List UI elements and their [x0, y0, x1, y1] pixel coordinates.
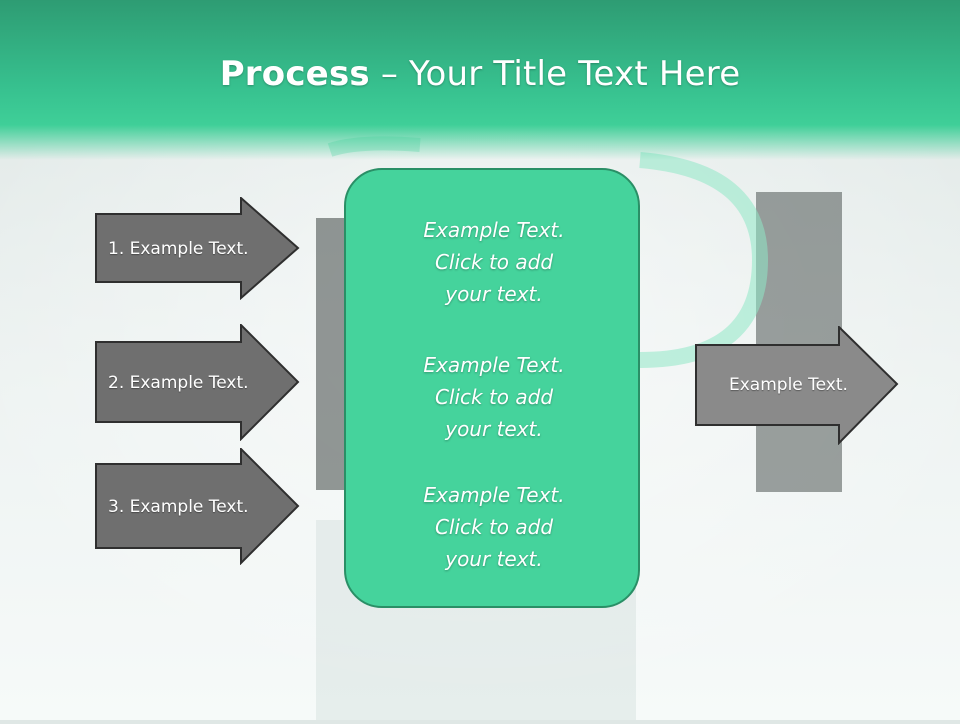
- arrow-shape: [695, 326, 899, 445]
- center-text-box[interactable]: Example Text. Click to add your text. Ex…: [344, 168, 640, 608]
- text-block-1-line3: your text.: [445, 282, 543, 306]
- title-bold: Process: [219, 54, 370, 94]
- left-arrow-1-label: 1. Example Text.: [108, 238, 249, 259]
- text-block-2-line2: Click to add: [434, 385, 554, 409]
- arrow-shape: [95, 197, 300, 300]
- text-block-3-line2: Click to add: [434, 515, 554, 539]
- text-block-1[interactable]: Example Text. Click to add your text.: [346, 214, 642, 310]
- right-arrow[interactable]: Example Text.: [695, 326, 900, 445]
- text-block-3-line3: your text.: [445, 547, 543, 571]
- text-block-2[interactable]: Example Text. Click to add your text.: [346, 349, 642, 445]
- title-band: [0, 0, 960, 160]
- text-block-1-line1: Example Text.: [423, 218, 565, 242]
- arrow-shape: [95, 324, 300, 441]
- right-arrow-label: Example Text.: [729, 374, 848, 395]
- monitor-shadow-right: [756, 192, 842, 492]
- left-arrow-3-label: 3. Example Text.: [108, 496, 249, 517]
- text-block-3[interactable]: Example Text. Click to add your text.: [346, 479, 642, 575]
- text-block-2-line1: Example Text.: [423, 353, 565, 377]
- text-block-2-line3: your text.: [445, 417, 543, 441]
- title-rest: – Your Title Text Here: [369, 54, 741, 94]
- slide-title[interactable]: Process – Your Title Text Here: [0, 54, 960, 94]
- left-arrow-3[interactable]: 3. Example Text.: [95, 448, 300, 565]
- arrow-shape: [95, 448, 300, 565]
- left-arrow-2-label: 2. Example Text.: [108, 372, 249, 393]
- text-block-3-line1: Example Text.: [423, 483, 565, 507]
- left-arrow-1[interactable]: 1. Example Text.: [95, 197, 300, 300]
- text-block-1-line2: Click to add: [434, 250, 554, 274]
- left-arrow-2[interactable]: 2. Example Text.: [95, 324, 300, 441]
